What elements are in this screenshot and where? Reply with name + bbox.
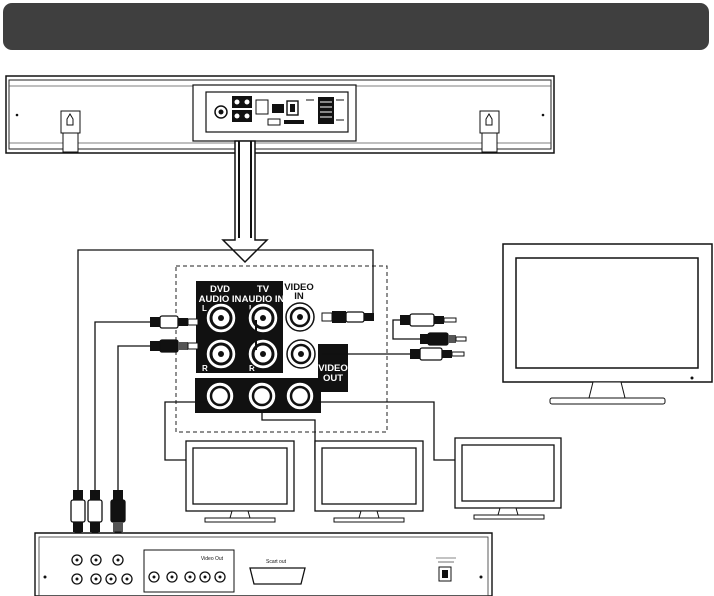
jack-video-in[interactable] (286, 303, 314, 331)
rca-plug-right-3 (410, 348, 464, 360)
scart-out-text: Scart out (266, 559, 287, 565)
jack-out-b[interactable] (248, 382, 276, 410)
video-in-label-2: IN (294, 291, 304, 302)
tv-monitor-small-3 (455, 438, 561, 519)
rca-plug-right-1 (400, 314, 456, 326)
jack-video-out-1[interactable] (287, 340, 315, 368)
video-out-text: Video Out (201, 556, 224, 562)
jack-out-c[interactable] (286, 382, 314, 410)
rca-plug-video-in (322, 311, 374, 323)
rca-plug-dvd-l (150, 316, 198, 328)
left-marker: L (202, 304, 207, 313)
rca-plug-right-2 (420, 333, 466, 345)
right-marker: R (202, 364, 208, 373)
arrow-down-icon (223, 141, 267, 262)
connector-panel: DVD AUDIO IN TV AUDIO IN VIDEO IN VIDEO … (176, 266, 387, 432)
jack-dvd-r[interactable] (206, 339, 236, 369)
video-out-label-2: OUT (323, 373, 343, 384)
tv-monitor-small-1 (186, 441, 294, 522)
tv-monitor-small-2 (315, 441, 423, 522)
dvd-player-icon: Video Out Scart out (35, 533, 492, 596)
jack-tv-r[interactable] (248, 339, 278, 369)
jack-out-a[interactable] (206, 382, 234, 410)
jack-tv-l[interactable] (248, 303, 278, 333)
right-bracket (480, 111, 499, 152)
soundbar-icon (6, 76, 554, 153)
tv-monitor-icon (503, 244, 712, 404)
left-bracket (61, 111, 80, 152)
soundbar-rear-panel (193, 85, 356, 141)
rca-plug-dvd-r (150, 340, 198, 352)
jack-dvd-l[interactable] (206, 303, 236, 333)
